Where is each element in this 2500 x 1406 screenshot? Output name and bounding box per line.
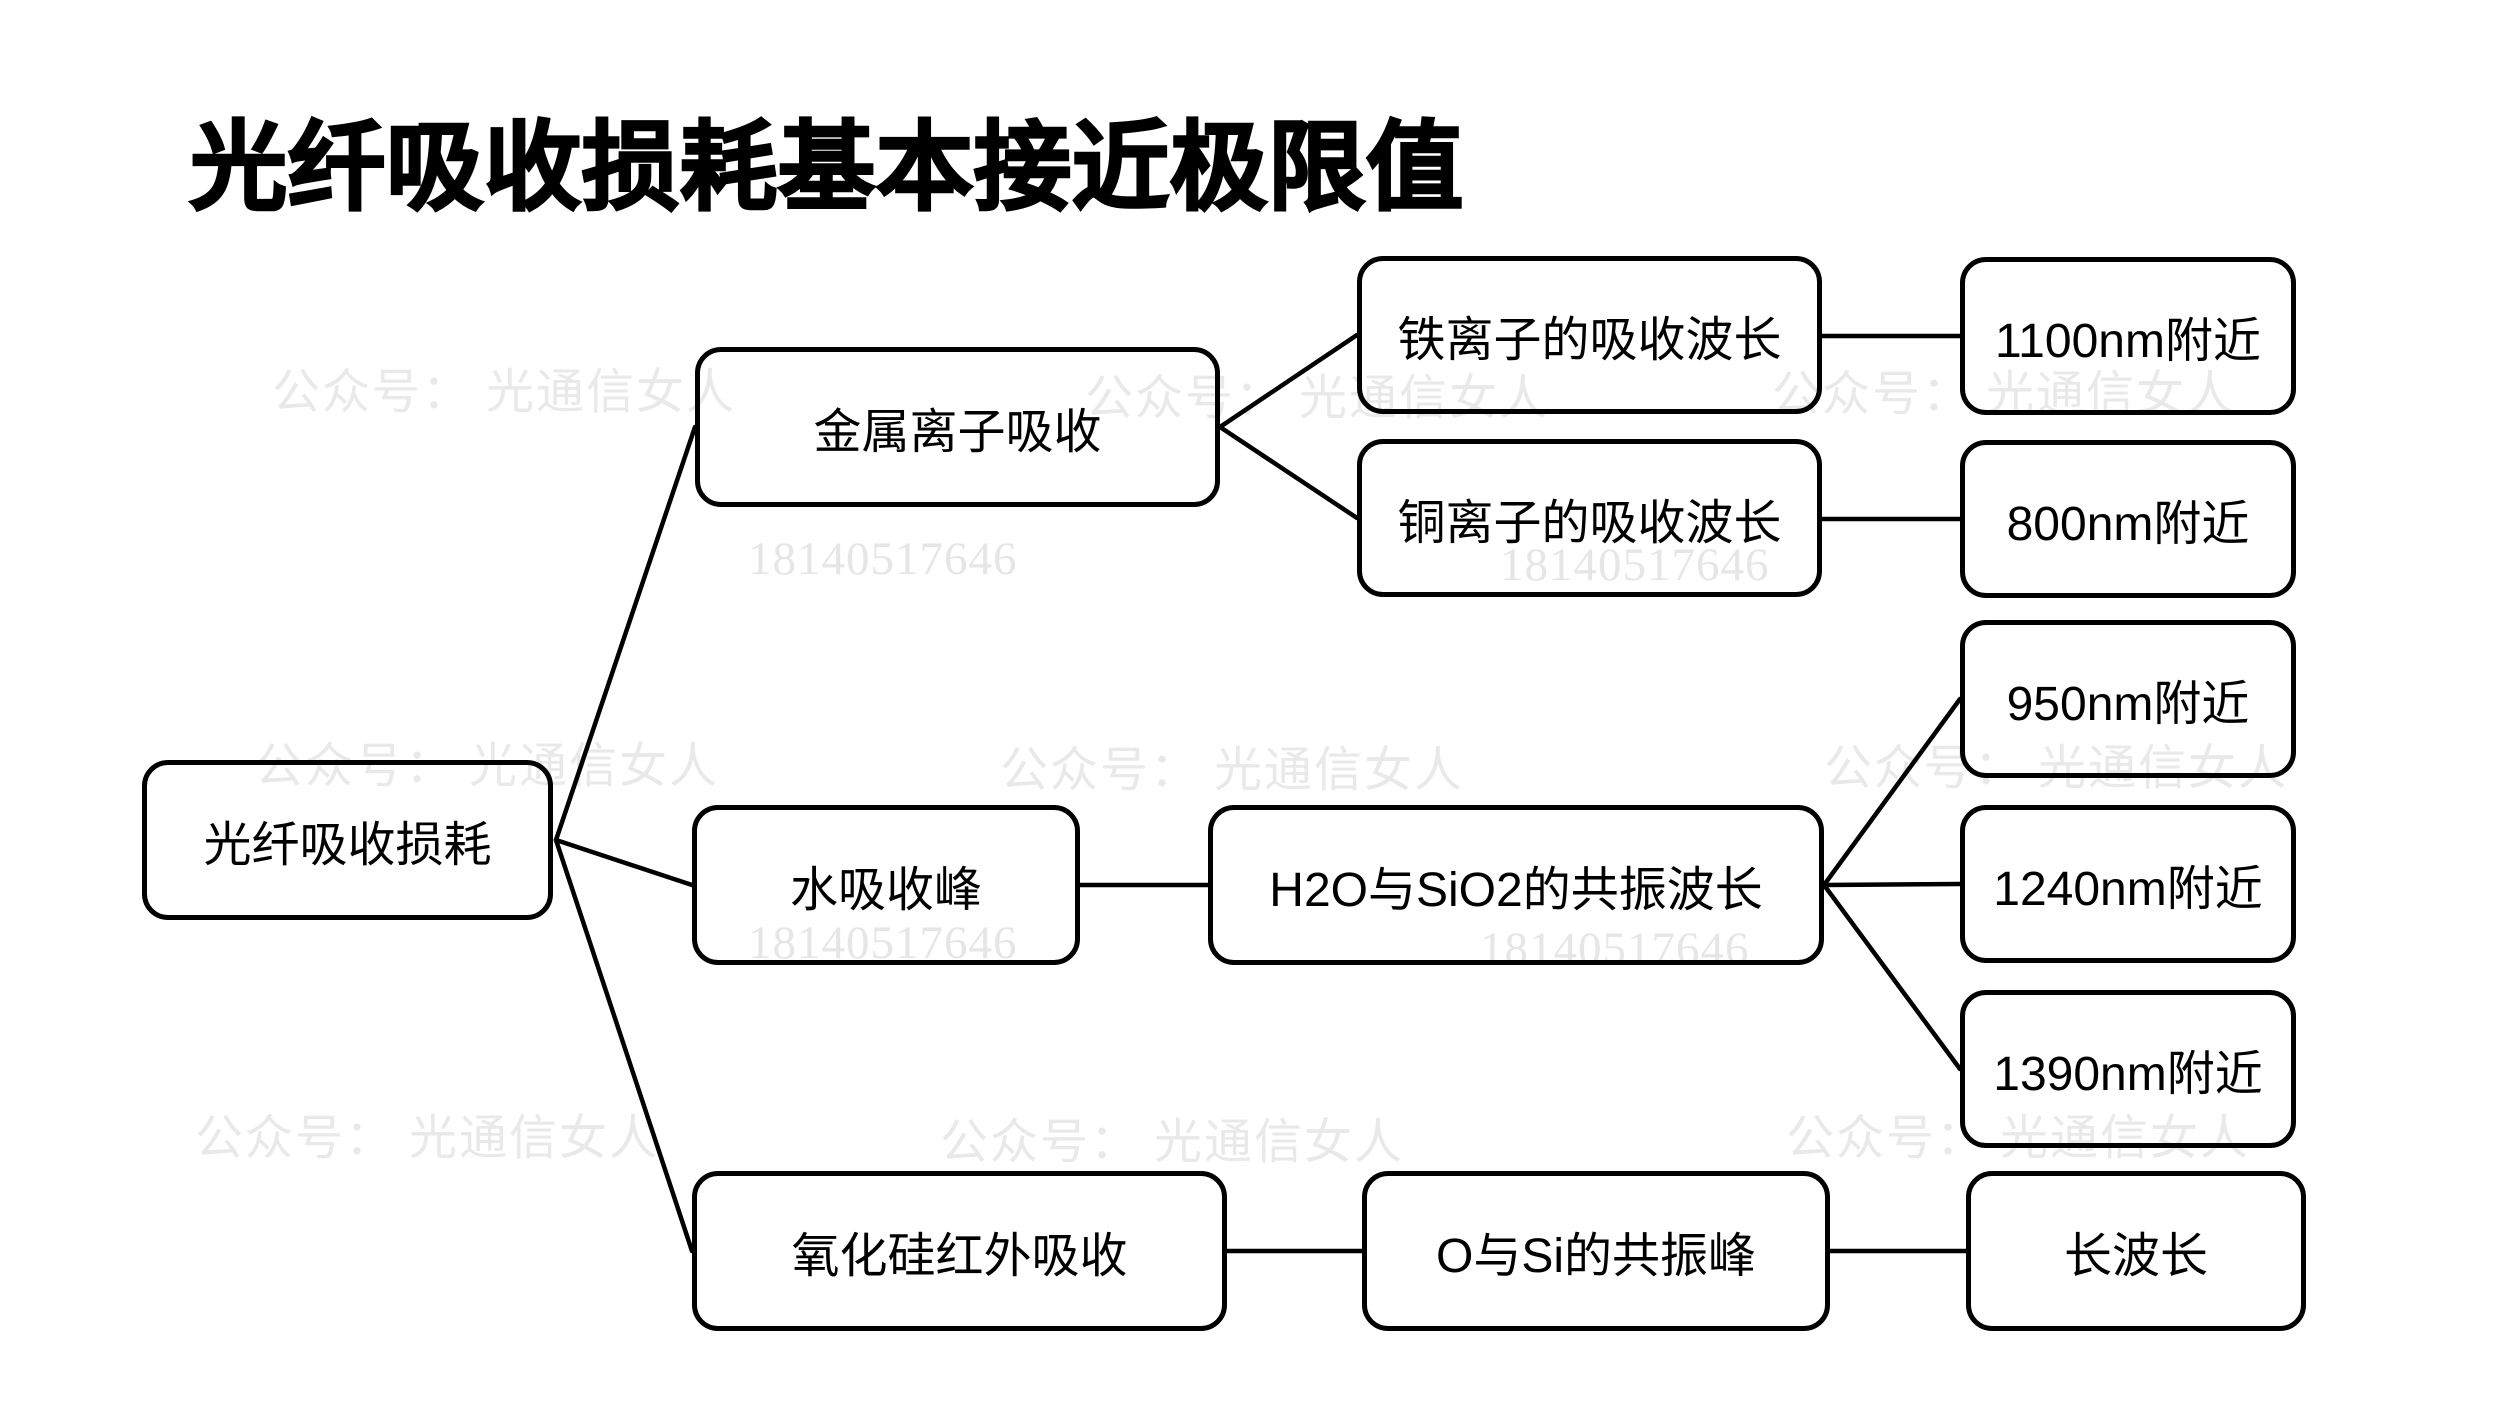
watermark-official-account: 公众号： 光通信女人 <box>1786 1112 2251 1165</box>
node-metal-ion-absorption: 金属离子吸收 <box>695 347 1220 507</box>
node-copper-ion-wavelength: 铜离子的吸收波长 <box>1357 439 1822 597</box>
watermark-official-account: 公众号： 光通信女人 <box>255 740 720 793</box>
node-silica-infrared-absorption: 氧化硅红外吸收 <box>692 1171 1227 1331</box>
page-title: 光纤吸收损耗基本接近极限值 <box>189 112 1465 224</box>
edge-root-water <box>553 837 695 888</box>
watermark-official-account: 公众号： 光通信女人 <box>272 366 737 419</box>
watermark-phone-number: 18140517646 <box>1480 923 1750 975</box>
edge-root-metal <box>553 424 698 843</box>
node-1100nm-nearby: 1100nm附近 <box>1960 257 2296 415</box>
watermark-official-account: 公众号： 光通信女人 <box>940 1116 1405 1169</box>
watermark-phone-number: 18140517646 <box>1500 539 1770 591</box>
node-h2o-sio2-resonance: H2O与SiO2的共振波长 <box>1208 805 1824 965</box>
edge-h2o-1240nm <box>1821 881 1963 888</box>
watermark-official-account: 公众号： 光通信女人 <box>1085 372 1550 425</box>
node-1240nm-nearby: 1240nm附近 <box>1960 805 2296 963</box>
edge-metal-iron <box>1217 332 1360 430</box>
node-800nm-nearby: 800nm附近 <box>1960 440 2296 598</box>
node-o-si-resonance-peak: O与Si的共振峰 <box>1362 1171 1830 1331</box>
edge-metal-copper <box>1217 424 1360 521</box>
watermark-official-account: 公众号： 光通信女人 <box>1824 742 2289 795</box>
watermark-official-account: 公众号： 光通信女人 <box>1000 744 1465 797</box>
node-iron-ion-wavelength: 铁离子的吸收波长 <box>1357 256 1822 414</box>
node-water-absorption-peak: 水吸收峰 <box>692 805 1080 965</box>
node-fiber-absorption-loss: 光纤吸收损耗 <box>142 760 553 920</box>
node-1390nm-nearby: 1390nm附近 <box>1960 990 2296 1148</box>
edge-root-silica <box>553 837 695 1254</box>
node-long-wavelength: 长波长 <box>1966 1171 2306 1331</box>
edge-h2o-1390nm <box>1821 882 1963 1072</box>
watermark-official-account: 公众号： 光通信女人 <box>195 1112 660 1165</box>
watermark-phone-number: 18140517646 <box>748 533 1018 585</box>
node-950nm-nearby: 950nm附近 <box>1960 620 2296 778</box>
edge-h2o-950nm <box>1821 696 1963 888</box>
